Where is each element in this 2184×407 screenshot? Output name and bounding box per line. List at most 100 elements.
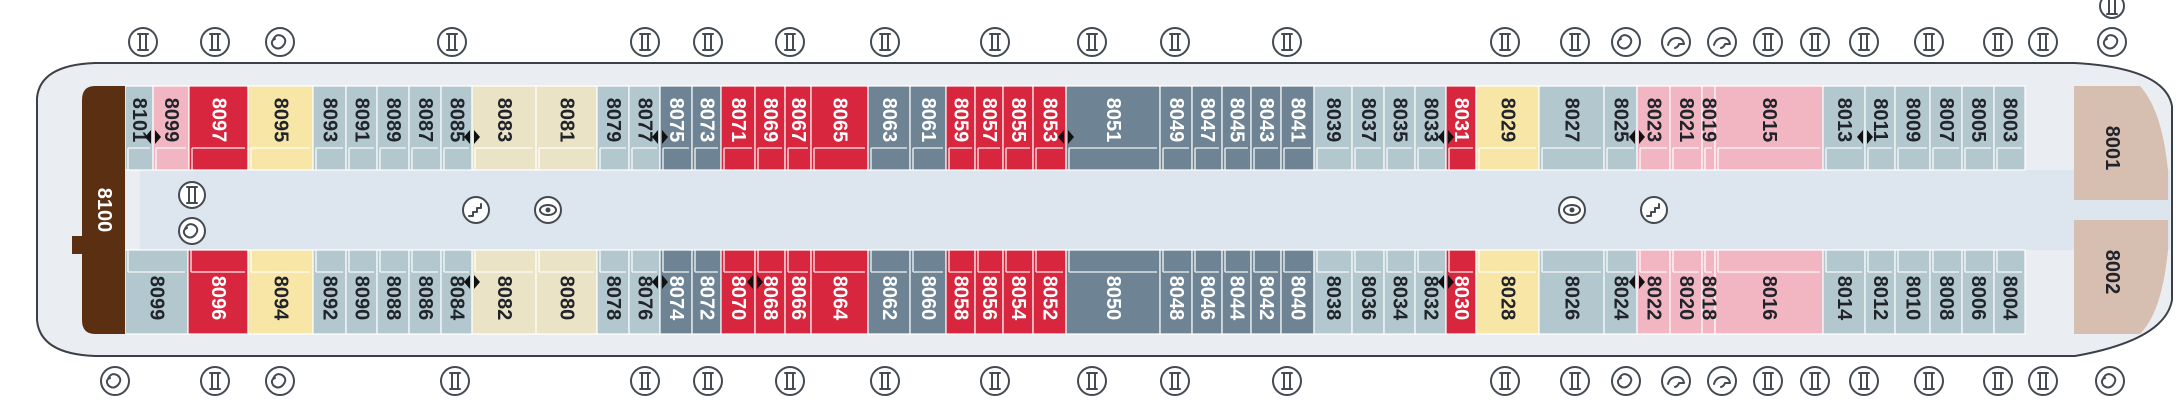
- cabin-8033[interactable]: [1414, 85, 1447, 171]
- cabin-8006[interactable]: [1961, 249, 1995, 335]
- cabin-bath-outline: [1035, 250, 1063, 273]
- cabin-8061[interactable]: [909, 85, 947, 171]
- cabin-8074[interactable]: [659, 249, 693, 335]
- cabin-bath-outline: [787, 250, 808, 273]
- cabin-8042[interactable]: [1250, 249, 1282, 335]
- cabin-8100[interactable]: [82, 86, 125, 334]
- cabin-8023[interactable]: [1636, 85, 1671, 171]
- cabin-8044[interactable]: [1221, 249, 1252, 335]
- cabin-8046[interactable]: [1191, 249, 1223, 335]
- cabin-bath-outline: [315, 147, 343, 170]
- cabin-bath-outline: [757, 147, 782, 170]
- cabin-bath-outline: [1932, 147, 1959, 170]
- cabin-8005[interactable]: [1961, 85, 1995, 171]
- cabin-8092[interactable]: [312, 249, 347, 335]
- cabin-8079[interactable]: [596, 85, 630, 171]
- cabin-8007[interactable]: [1929, 85, 1963, 171]
- cabin-8057[interactable]: [974, 85, 1004, 171]
- cabin-bath-outline: [1867, 147, 1892, 170]
- cabin-8004[interactable]: [1993, 249, 2026, 335]
- cabin-8028[interactable]: [1475, 249, 1540, 335]
- cabin-bath-outline: [813, 250, 865, 273]
- cabin-8030[interactable]: [1445, 249, 1477, 335]
- cabin-8051[interactable]: [1065, 85, 1161, 171]
- cabin-8083[interactable]: [471, 85, 537, 171]
- cabin-8010[interactable]: [1894, 249, 1931, 335]
- cabin-8020[interactable]: [1669, 249, 1703, 335]
- cabin-8009[interactable]: [1894, 85, 1931, 171]
- cabin-8090[interactable]: [345, 249, 378, 335]
- cabin-8082[interactable]: [471, 249, 537, 335]
- cabin-8015[interactable]: [1714, 85, 1824, 171]
- column-icon: [2099, 0, 2125, 19]
- cabin-8008[interactable]: [1929, 249, 1963, 335]
- cabin-8041[interactable]: [1280, 85, 1315, 171]
- cabin-8031[interactable]: [1445, 85, 1477, 171]
- cabin-8001[interactable]: [2074, 86, 2168, 200]
- cabin-8002[interactable]: [2074, 220, 2168, 334]
- cabin-8021[interactable]: [1669, 85, 1703, 171]
- cabin-8027[interactable]: [1538, 85, 1605, 171]
- cabin-8091[interactable]: [345, 85, 378, 171]
- cabin-8050[interactable]: [1065, 249, 1161, 335]
- cabin-8078[interactable]: [596, 249, 630, 335]
- column-icon: [870, 27, 900, 57]
- cabin-8068[interactable]: [754, 249, 786, 335]
- cabin-8059[interactable]: [945, 85, 976, 171]
- cabin-number: 8006: [1967, 276, 1989, 321]
- cabin-8052[interactable]: [1032, 249, 1067, 335]
- cabin-bath-outline: [1825, 250, 1862, 273]
- cabin-8055[interactable]: [1002, 85, 1034, 171]
- cabin-8099[interactable]: [152, 85, 190, 171]
- cabin-number: 8063: [878, 98, 900, 143]
- cabin-number: 8027: [1561, 98, 1583, 143]
- cabin-bath-outline: [813, 147, 865, 170]
- cabin-8032[interactable]: [1414, 249, 1447, 335]
- cabin-8035[interactable]: [1383, 85, 1416, 171]
- cabin-8096[interactable]: [187, 249, 249, 335]
- cabin-8062[interactable]: [867, 249, 911, 335]
- cabin-8097[interactable]: [188, 85, 249, 171]
- cabin-8024[interactable]: [1603, 249, 1638, 335]
- cabin-8075[interactable]: [659, 85, 693, 171]
- cabin-8067[interactable]: [784, 85, 812, 171]
- cabin-8084[interactable]: [440, 249, 473, 335]
- column-icon: [1160, 27, 1190, 57]
- cabin-8003[interactable]: [1993, 85, 2026, 171]
- cabin-8066[interactable]: [784, 249, 812, 335]
- cabin-8036[interactable]: [1351, 249, 1385, 335]
- cabin-8029[interactable]: [1475, 85, 1540, 171]
- cabin-8013[interactable]: [1822, 85, 1866, 171]
- cabin-8026[interactable]: [1538, 249, 1605, 335]
- cabin-8034[interactable]: [1383, 249, 1416, 335]
- cabin-bath-outline: [250, 147, 310, 170]
- cabin-8063[interactable]: [867, 85, 911, 171]
- cabin-8088[interactable]: [376, 249, 410, 335]
- cabin-8058[interactable]: [945, 249, 976, 335]
- cabin-8076[interactable]: [628, 249, 661, 335]
- cabin-8038[interactable]: [1313, 249, 1353, 335]
- cabin-8093[interactable]: [312, 85, 347, 171]
- cabin-number: 8055: [1007, 98, 1029, 143]
- cabin-8073[interactable]: [691, 85, 722, 171]
- cabin-bath-outline: [1541, 250, 1601, 273]
- cabin-bath-outline: [250, 250, 310, 273]
- cabin-bath-outline: [1354, 147, 1381, 170]
- cabin-number: 8040: [1287, 276, 1309, 321]
- cabin-8070[interactable]: [720, 249, 756, 335]
- cabin-8095[interactable]: [247, 85, 314, 171]
- cabin-8053[interactable]: [1032, 85, 1067, 171]
- cabin-8014[interactable]: [1822, 249, 1866, 335]
- cabin-8064[interactable]: [810, 249, 869, 335]
- cabin-8012[interactable]: [1864, 249, 1896, 335]
- cabin-8049[interactable]: [1159, 85, 1193, 171]
- cabin-8086[interactable]: [408, 249, 442, 335]
- cabin-8043[interactable]: [1250, 85, 1282, 171]
- cabin-bath-outline: [1417, 250, 1443, 273]
- cabin-8089[interactable]: [376, 85, 410, 171]
- cabin-8037[interactable]: [1351, 85, 1385, 171]
- cabin-8054[interactable]: [1002, 249, 1034, 335]
- cabin-8016[interactable]: [1714, 249, 1824, 335]
- cabin-8045[interactable]: [1221, 85, 1252, 171]
- cabin-8069[interactable]: [754, 85, 786, 171]
